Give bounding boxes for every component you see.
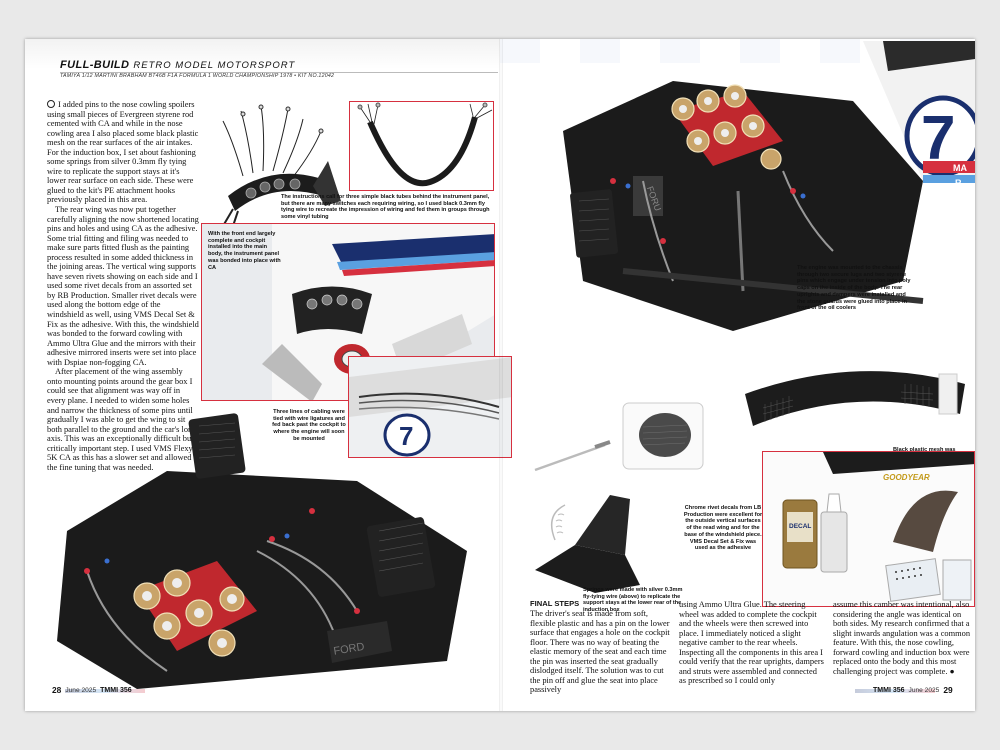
caption-engine-mounted: The engine was mounted to the chassis th… <box>797 265 911 312</box>
final-steps-heading: FINAL STEPS <box>530 599 580 608</box>
caption-rivets: Chrome rivet decals from LB Production w… <box>683 505 763 552</box>
page-number-left: 28 <box>52 685 62 695</box>
issue-date-right: June 2025 <box>908 686 940 694</box>
header-subtitle: TAMIYA 1/12 MARTINI BRABHAM BT46B F1A FO… <box>60 73 335 79</box>
header-band <box>25 39 500 69</box>
photo-cabling: 7 <box>348 356 512 458</box>
end-mark-icon: ● <box>949 666 955 676</box>
final-steps-col-1: The driver's seat is made from soft, fle… <box>530 609 670 695</box>
magazine-name-left: TMMI 356 <box>100 686 132 694</box>
issue-date-left: June 2025 <box>65 686 97 694</box>
sponsor-text-1: MA <box>953 163 967 173</box>
engine-logo-left: FORD <box>333 641 366 658</box>
photo-air-intakes <box>735 364 975 444</box>
photo-decal-products: GOODYEAR DECAL <box>762 451 975 607</box>
caption-cabling: Three lines of cabling were tied with wi… <box>272 409 346 442</box>
caption-springs: Springs were made with silver 0.3mm fly-… <box>583 587 683 614</box>
page-number-right: 29 <box>943 685 953 695</box>
photo-engine-mounted: 7 MA R FORU <box>503 41 975 341</box>
final-steps-col-3-text: assume this camber was intentional, also… <box>833 600 971 676</box>
sponsor-text-2: R <box>955 178 962 188</box>
header-rule <box>60 72 498 73</box>
photo-instrument-panel <box>203 101 348 226</box>
final-steps-col-3: assume this camber was intentional, also… <box>833 600 971 676</box>
body-text-left: I added pins to the nose cowling spoiler… <box>47 100 199 472</box>
spread-gutter <box>499 39 503 711</box>
folio-bar-right <box>855 689 935 693</box>
car-number-small: 7 <box>399 421 413 451</box>
body-paragraph-2: The rear wing was now put together caref… <box>47 205 199 367</box>
header-title-light: RETRO MODEL MOTORSPORT <box>133 60 296 71</box>
folio-bar-left <box>65 689 145 693</box>
folio-right: TMMI 356 June 2025 29 <box>873 685 953 695</box>
photo-wire-spool <box>525 395 725 483</box>
body-paragraph-3: After placement of the wing assembly ont… <box>47 367 197 472</box>
body-paragraph-1: I added pins to the nose cowling spoiler… <box>47 100 199 205</box>
magazine-name-right: TMMI 356 <box>873 686 905 694</box>
photo-engine-rear: FORD <box>27 411 497 689</box>
caption-instrument-tubes: The instructions call for three simple b… <box>281 194 490 221</box>
goodyear-text: GOODYEAR <box>883 473 930 482</box>
photo-springs <box>515 485 685 597</box>
caption-front-end: With the front end largely complete and … <box>208 231 281 271</box>
folio-left: 28 June 2025 TMMI 356 <box>52 685 132 695</box>
decal-bottle-text: DECAL <box>789 523 811 530</box>
final-steps-col-2: using Ammo Ultra Glue. The steering whee… <box>679 600 824 686</box>
photo-wiring-tubes <box>349 101 494 191</box>
header-title-bold: FULL-BUILD <box>60 59 130 71</box>
